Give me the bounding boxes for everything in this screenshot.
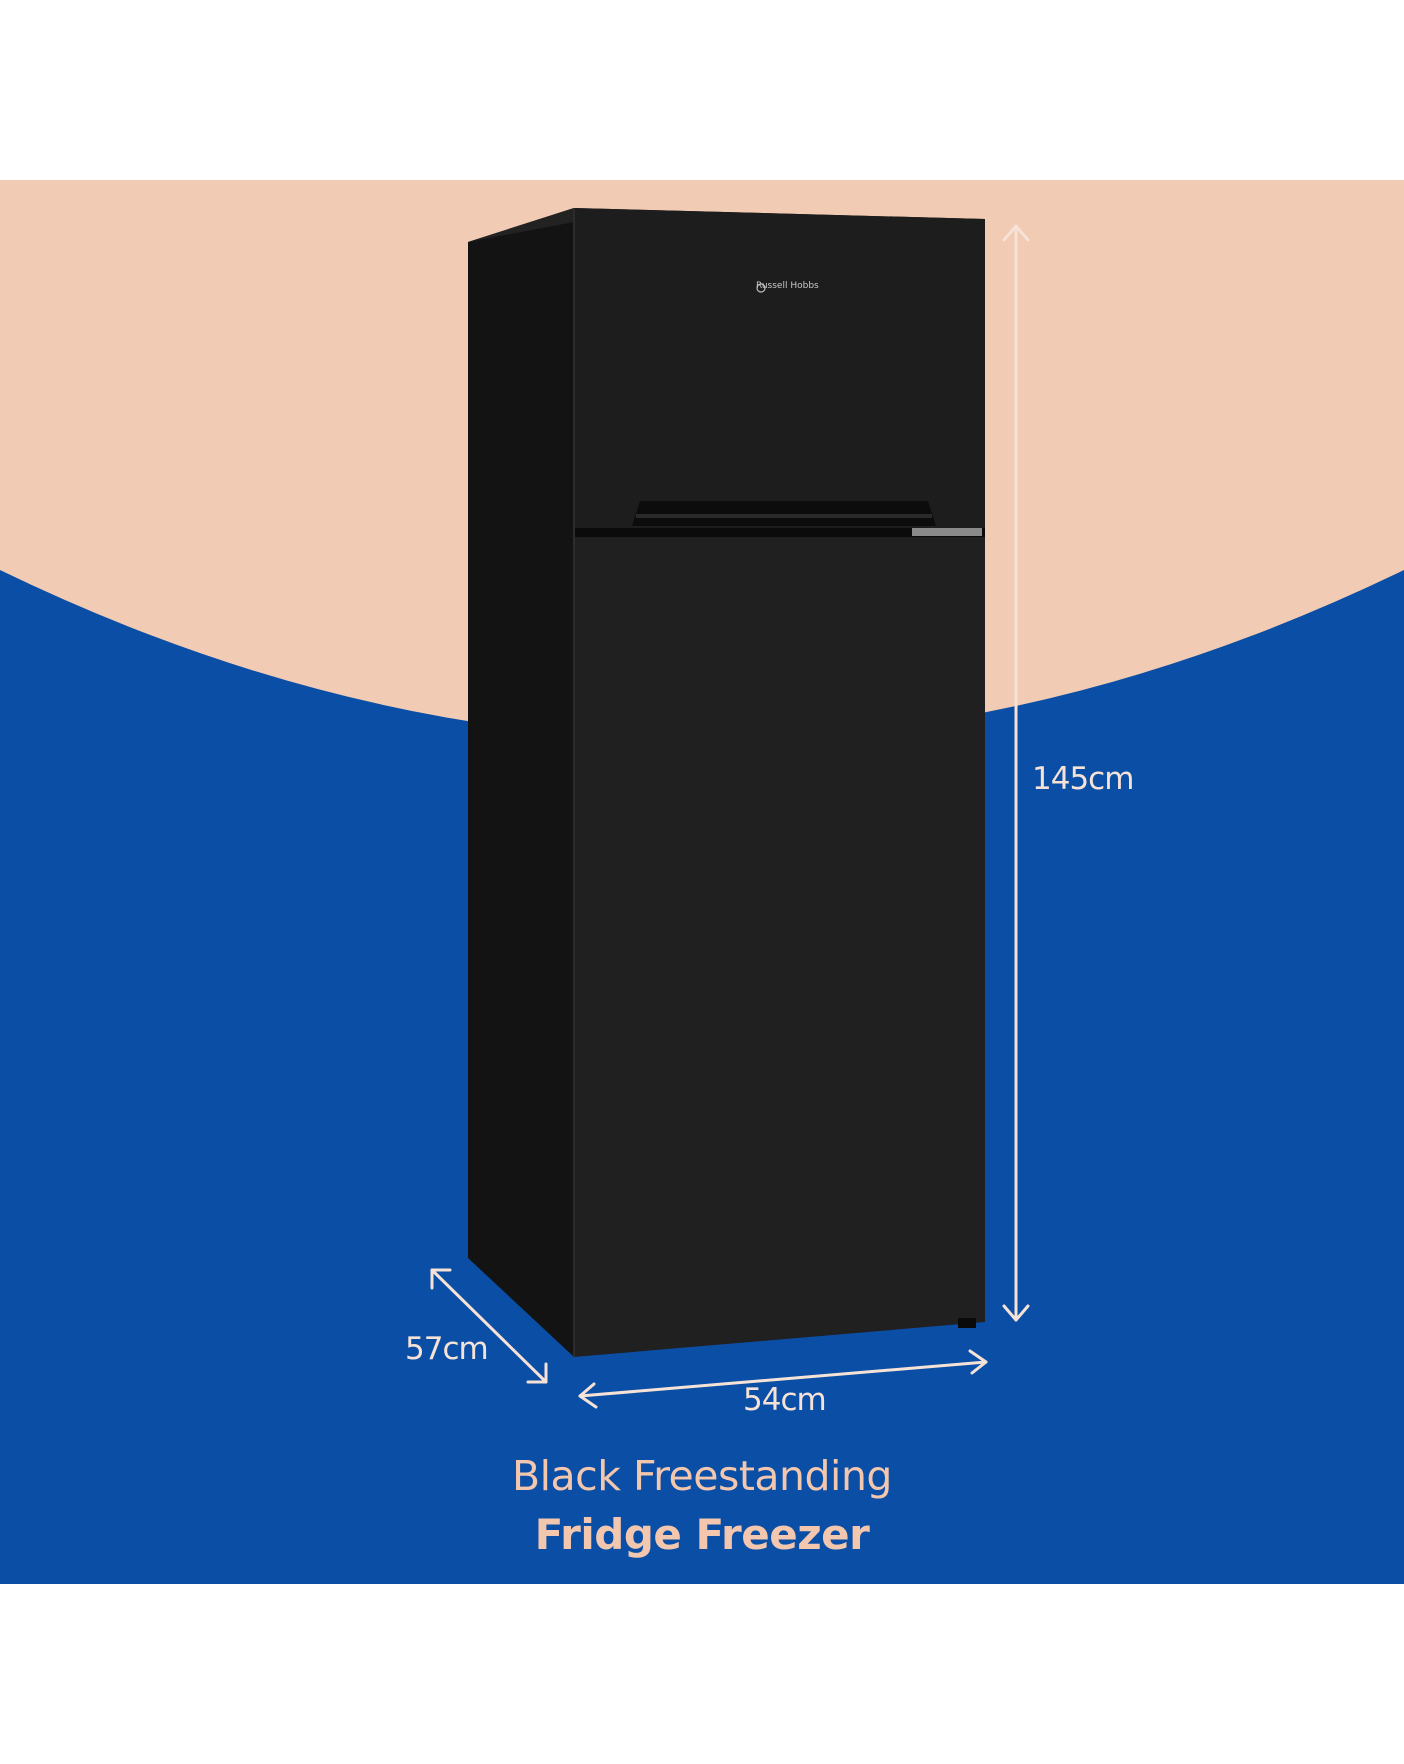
hinge: [912, 528, 982, 536]
depth-arrow: [430, 1268, 548, 1384]
brand-mark-icon: [756, 283, 766, 293]
width-arrow: [578, 1349, 988, 1409]
freezer-handle: [632, 501, 936, 526]
fridge-door: [574, 537, 985, 1357]
freezer-handle-lip: [636, 514, 932, 518]
fridge-side-panel: [468, 208, 574, 1357]
height-label: 145cm: [1032, 761, 1134, 797]
depth-label: 57cm: [405, 1331, 489, 1367]
freezer-door: [574, 208, 985, 528]
height-arrow: [1002, 224, 1030, 1322]
brand-logo: Russell Hobbs: [756, 281, 819, 291]
fridge-foot: [958, 1318, 976, 1328]
product-caption-line1: Black Freestanding: [512, 1452, 892, 1500]
width-label: 54cm: [743, 1382, 827, 1418]
door-gap: [574, 528, 985, 537]
product-caption-line2: Fridge Freezer: [534, 1510, 870, 1559]
